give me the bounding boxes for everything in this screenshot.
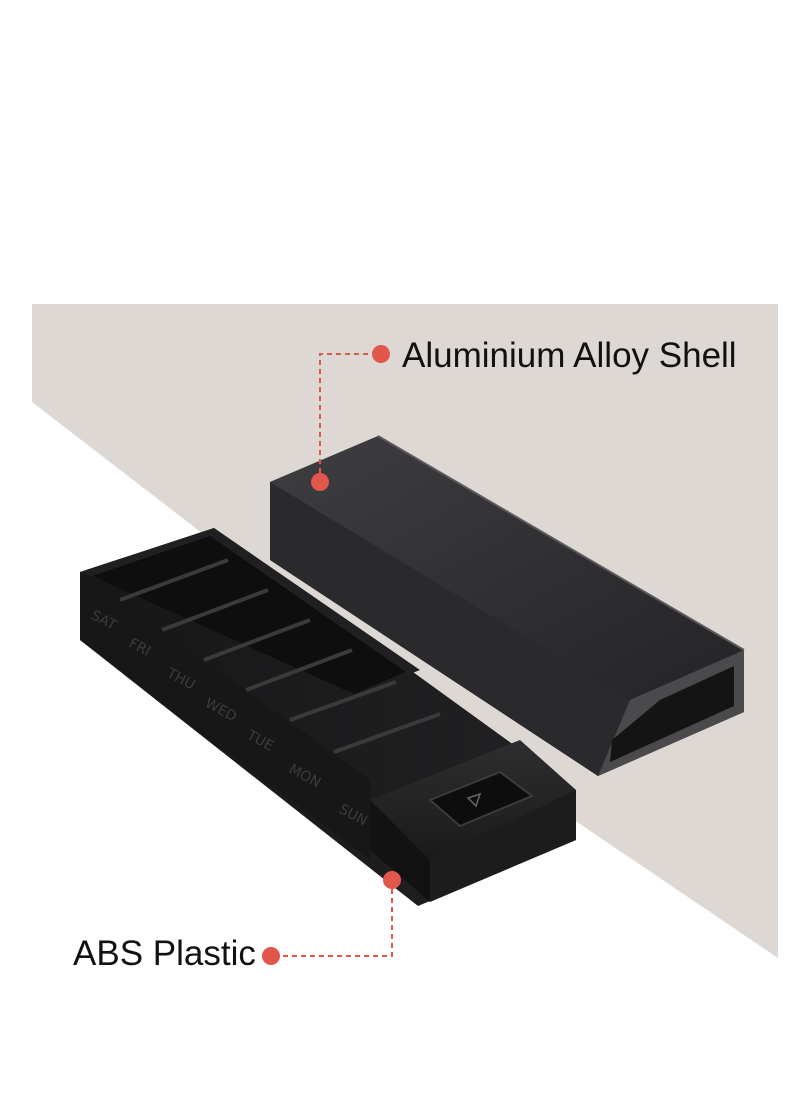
pill-case — [80, 528, 576, 906]
callout-label-shell: Aluminium Alloy Shell — [402, 336, 737, 375]
callout-label-plastic: ABS Plastic — [73, 934, 256, 973]
aluminium-shell — [270, 435, 745, 776]
callout-plastic-marker — [262, 871, 401, 965]
callout-shell-marker — [311, 345, 390, 491]
